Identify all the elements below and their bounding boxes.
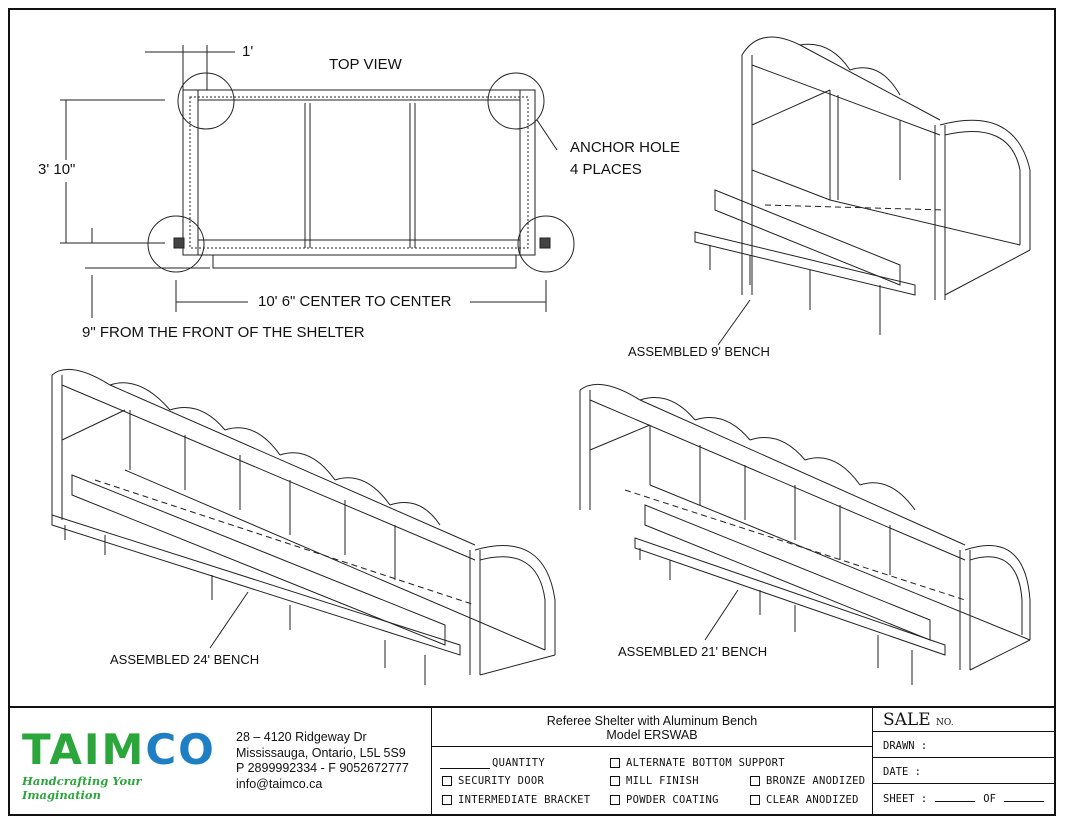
anchor-note-line1: ANCHOR HOLE [570, 139, 681, 156]
top-view-title: TOP VIEW [329, 56, 402, 73]
logo-text-green: TAIM [22, 725, 146, 774]
checkbox[interactable] [610, 758, 620, 768]
shelter-24ft-iso [51, 368, 556, 685]
of-label: OF [983, 793, 996, 805]
leader-9ft [717, 299, 751, 346]
anchor-note-line2: 4 PLACES [570, 161, 642, 178]
drawn-label: DRAWN : [883, 740, 928, 752]
date-row[interactable]: DATE : [873, 758, 1056, 784]
option-clear-anodized[interactable]: CLEAR ANODIZED [750, 794, 859, 806]
option-security-door[interactable]: SECURITY DOOR [442, 775, 544, 787]
product-model: Model ERSWAB [606, 728, 698, 742]
option-label: BRONZE ANODIZED [766, 775, 866, 787]
company-address: 28 – 4120 Ridgeway Dr Mississauga, Ontar… [236, 730, 409, 792]
option-label: ALTERNATE BOTTOM SUPPORT [626, 757, 785, 769]
option-bronze-anodized[interactable]: BRONZE ANODIZED [750, 775, 865, 787]
dim-front: 9" FROM THE FRONT OF THE SHELTER [82, 324, 365, 341]
quantity-blank[interactable] [440, 758, 490, 769]
sale-no-label: NO. [936, 718, 954, 728]
sale-number-row: SALE NO. [873, 708, 1056, 732]
shelter-21ft-iso [579, 383, 1031, 685]
sheet-total-blank[interactable] [1003, 792, 1044, 802]
checkbox[interactable] [442, 795, 452, 805]
drawing-sheet [8, 8, 1056, 816]
company-tagline: Handcrafting Your Imagination [22, 774, 142, 802]
phone-fax: P 2899992334 - F 9052672777 [236, 761, 409, 775]
checkbox[interactable] [442, 776, 452, 786]
product-title: Referee Shelter with Aluminum Bench Mode… [432, 714, 872, 742]
email: info@taimco.ca [236, 776, 323, 791]
dim-depth: 3' 10" [38, 161, 76, 178]
leader-24ft [209, 591, 249, 649]
date-label: DATE : [883, 766, 921, 778]
quantity-label: QUANTITY [492, 757, 545, 769]
divider [432, 746, 872, 747]
anchor-circle [517, 215, 575, 273]
sheet-label: SHEET : [883, 793, 928, 805]
label-21ft-bench: ASSEMBLED 21' BENCH [618, 644, 768, 659]
label-24ft-bench: ASSEMBLED 24' BENCH [110, 652, 260, 667]
dim-width: 10' 6" CENTER TO CENTER [258, 293, 452, 310]
checkbox[interactable] [610, 795, 620, 805]
sheet-number-blank[interactable] [935, 792, 976, 802]
option-label: INTERMEDIATE BRACKET [458, 794, 591, 806]
anchor-circle [487, 72, 545, 130]
product-title-line1: Referee Shelter with Aluminum Bench [546, 714, 758, 728]
quantity-field[interactable]: QUANTITY [440, 757, 545, 769]
checkbox[interactable] [610, 776, 620, 786]
product-panel: Referee Shelter with Aluminum Bench Mode… [432, 708, 873, 816]
drawn-row[interactable]: DRAWN : [873, 732, 1056, 758]
option-alternate-bottom-support[interactable]: ALTERNATE BOTTOM SUPPORT [610, 757, 785, 769]
option-label: CLEAR ANODIZED [766, 794, 859, 806]
anchor-circle [147, 215, 205, 273]
leader-21ft [704, 589, 739, 641]
top-view-plan [60, 45, 575, 318]
option-label: MILL FINISH [626, 775, 699, 787]
info-panel: SALE NO. DRAWN : DATE : SHEET : OF [873, 708, 1056, 816]
logo-text-blue: CO [145, 725, 216, 774]
sale-label: SALE [883, 710, 931, 730]
anchor-circle [177, 72, 235, 130]
option-intermediate-bracket[interactable]: INTERMEDIATE BRACKET [442, 794, 590, 806]
label-9ft-bench: ASSEMBLED 9' BENCH [628, 344, 770, 359]
address-line2: Mississauga, Ontario, L5L 5S9 [236, 745, 406, 760]
company-panel: TAIMCO Handcrafting Your Imagination 28 … [8, 708, 432, 816]
dim-post-width: 1' [242, 43, 254, 60]
technical-drawing [51, 36, 1031, 685]
option-label: POWDER COATING [626, 794, 719, 806]
option-powder-coating[interactable]: POWDER COATING [610, 794, 719, 806]
shelter-9ft-iso [694, 36, 1031, 335]
checkbox[interactable] [750, 776, 760, 786]
option-mill-finish[interactable]: MILL FINISH [610, 775, 699, 787]
title-block: TAIMCO Handcrafting Your Imagination 28 … [8, 706, 1056, 816]
sheet-row[interactable]: SHEET : OF [873, 784, 1056, 814]
option-label: SECURITY DOOR [458, 775, 545, 787]
address-line1: 28 – 4120 Ridgeway Dr [236, 730, 367, 744]
checkbox[interactable] [750, 795, 760, 805]
company-logo: TAIMCO Handcrafting Your Imagination [22, 725, 222, 803]
